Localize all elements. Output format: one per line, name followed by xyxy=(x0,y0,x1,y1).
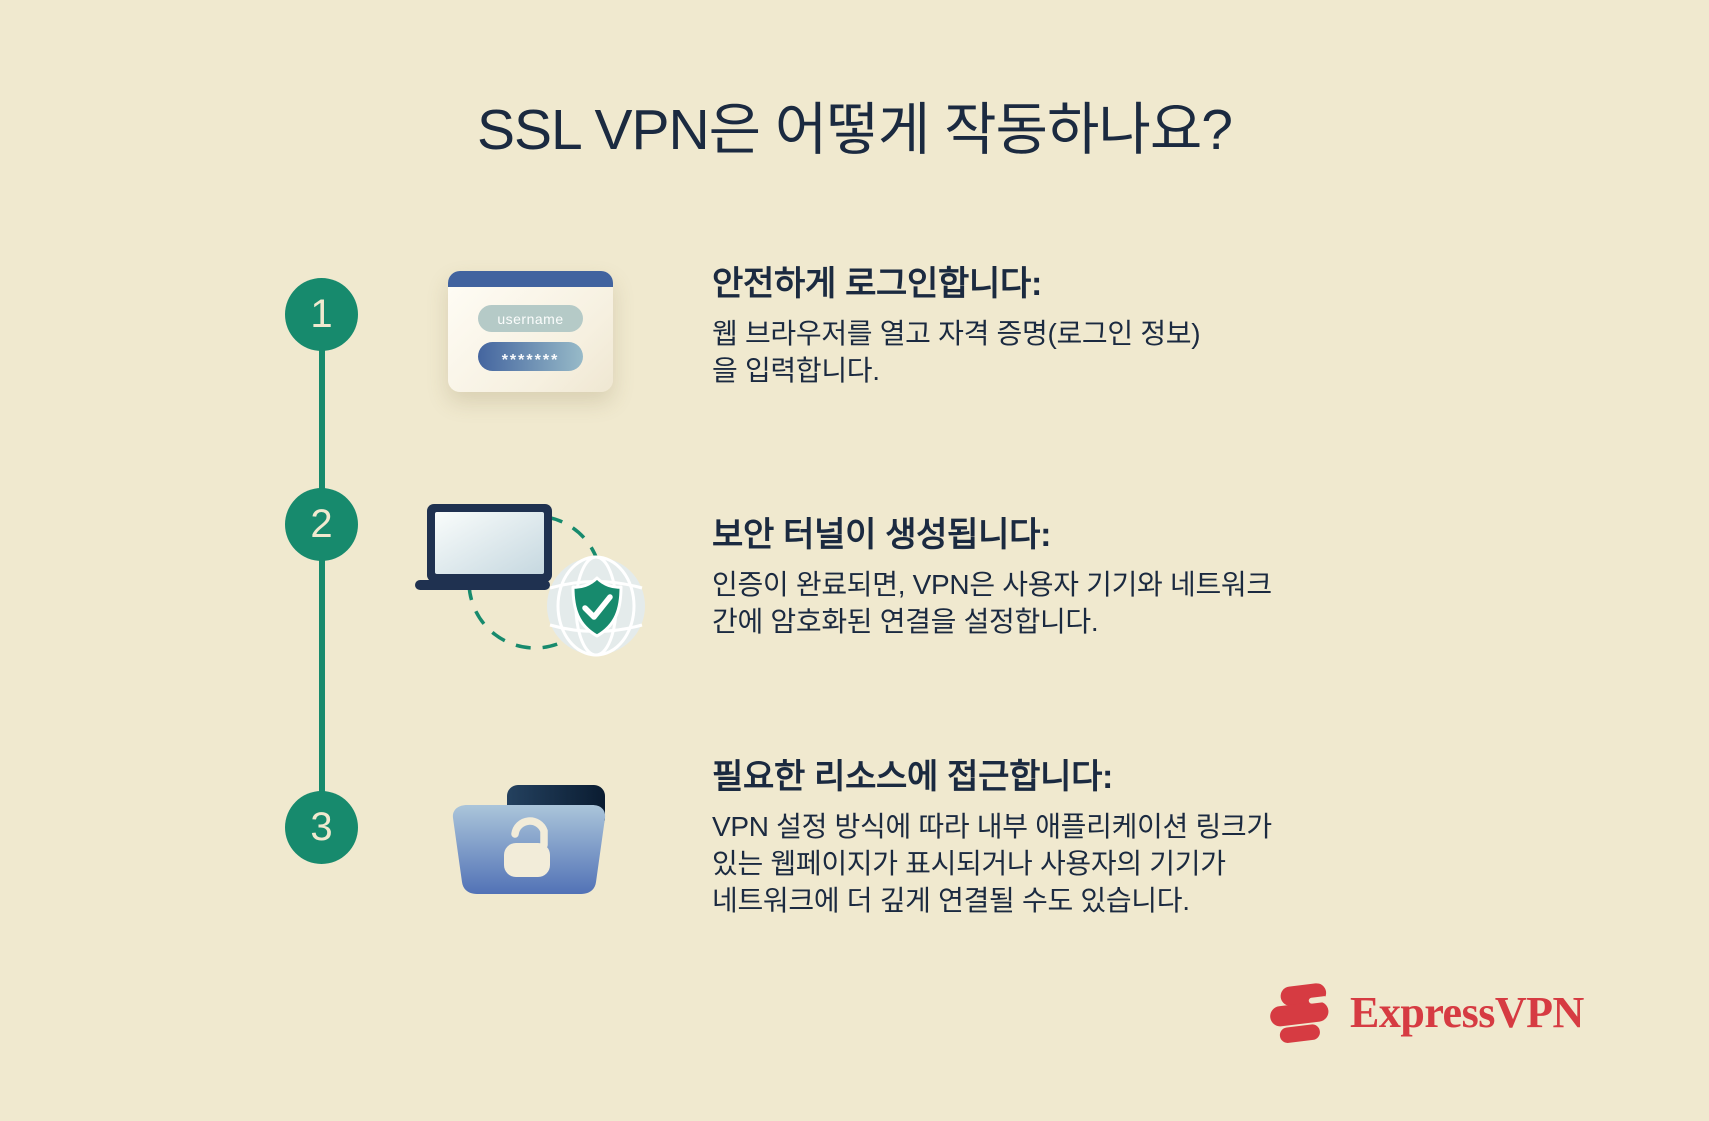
laptop-icon xyxy=(415,504,552,590)
page-title: SSL VPN은 어떻게 작동하나요? xyxy=(477,98,1233,162)
step-number-3: 3 xyxy=(310,805,333,849)
browser-header-bar xyxy=(448,271,613,287)
step-number-2: 2 xyxy=(310,502,333,546)
step-number-badge-3: 3 xyxy=(285,791,358,864)
password-field: ******* xyxy=(478,342,583,371)
step-2-description: 인증이 완료되면, VPN은 사용자 기기와 네트워크 간에 암호화된 연결을 … xyxy=(712,569,1272,637)
folder-unlocked-icon xyxy=(452,785,606,894)
step-3-description: VPN 설정 방식에 따라 내부 애플리케이션 링크가 있는 웹페이지가 표시되… xyxy=(712,811,1272,916)
step-3-heading: 필요한 리소스에 접근합니다: xyxy=(712,758,1114,796)
timeline-connector-line xyxy=(319,315,325,828)
step-number-badge-1: 1 xyxy=(285,278,358,351)
step-number-badge-2: 2 xyxy=(285,488,358,561)
login-form-icon: username ******* xyxy=(448,271,613,392)
expressvpn-wordmark: ExpressVPN xyxy=(1350,987,1584,1037)
shield-check-icon xyxy=(571,576,623,638)
step-1-text-block: 안전하게 로그인합니다: 웹 브라우저를 열고 자격 증명(로그인 정보) 을 … xyxy=(712,262,1372,389)
secure-tunnel-icon xyxy=(415,504,645,657)
expressvpn-logo: ExpressVPN xyxy=(1268,979,1584,1045)
unlock-icon xyxy=(504,817,550,877)
step-1-description: 웹 브라우저를 열고 자격 증명(로그인 정보) 을 입력합니다. xyxy=(712,318,1201,386)
step-3-text-block: 필요한 리소스에 접근합니다: VPN 설정 방식에 따라 내부 애플리케이션 … xyxy=(712,755,1372,919)
expressvpn-logo-icon xyxy=(1270,983,1329,1043)
password-field-mask: ******* xyxy=(501,351,560,369)
step-1-heading: 안전하게 로그인합니다: xyxy=(712,265,1042,303)
step-number-1: 1 xyxy=(310,292,333,336)
username-field: username xyxy=(478,305,583,332)
step-2-heading: 보안 터널이 생성됩니다: xyxy=(712,516,1052,554)
step-2-text-block: 보안 터널이 생성됩니다: 인증이 완료되면, VPN은 사용자 기기와 네트워… xyxy=(712,513,1372,640)
username-field-text: username xyxy=(497,310,564,327)
